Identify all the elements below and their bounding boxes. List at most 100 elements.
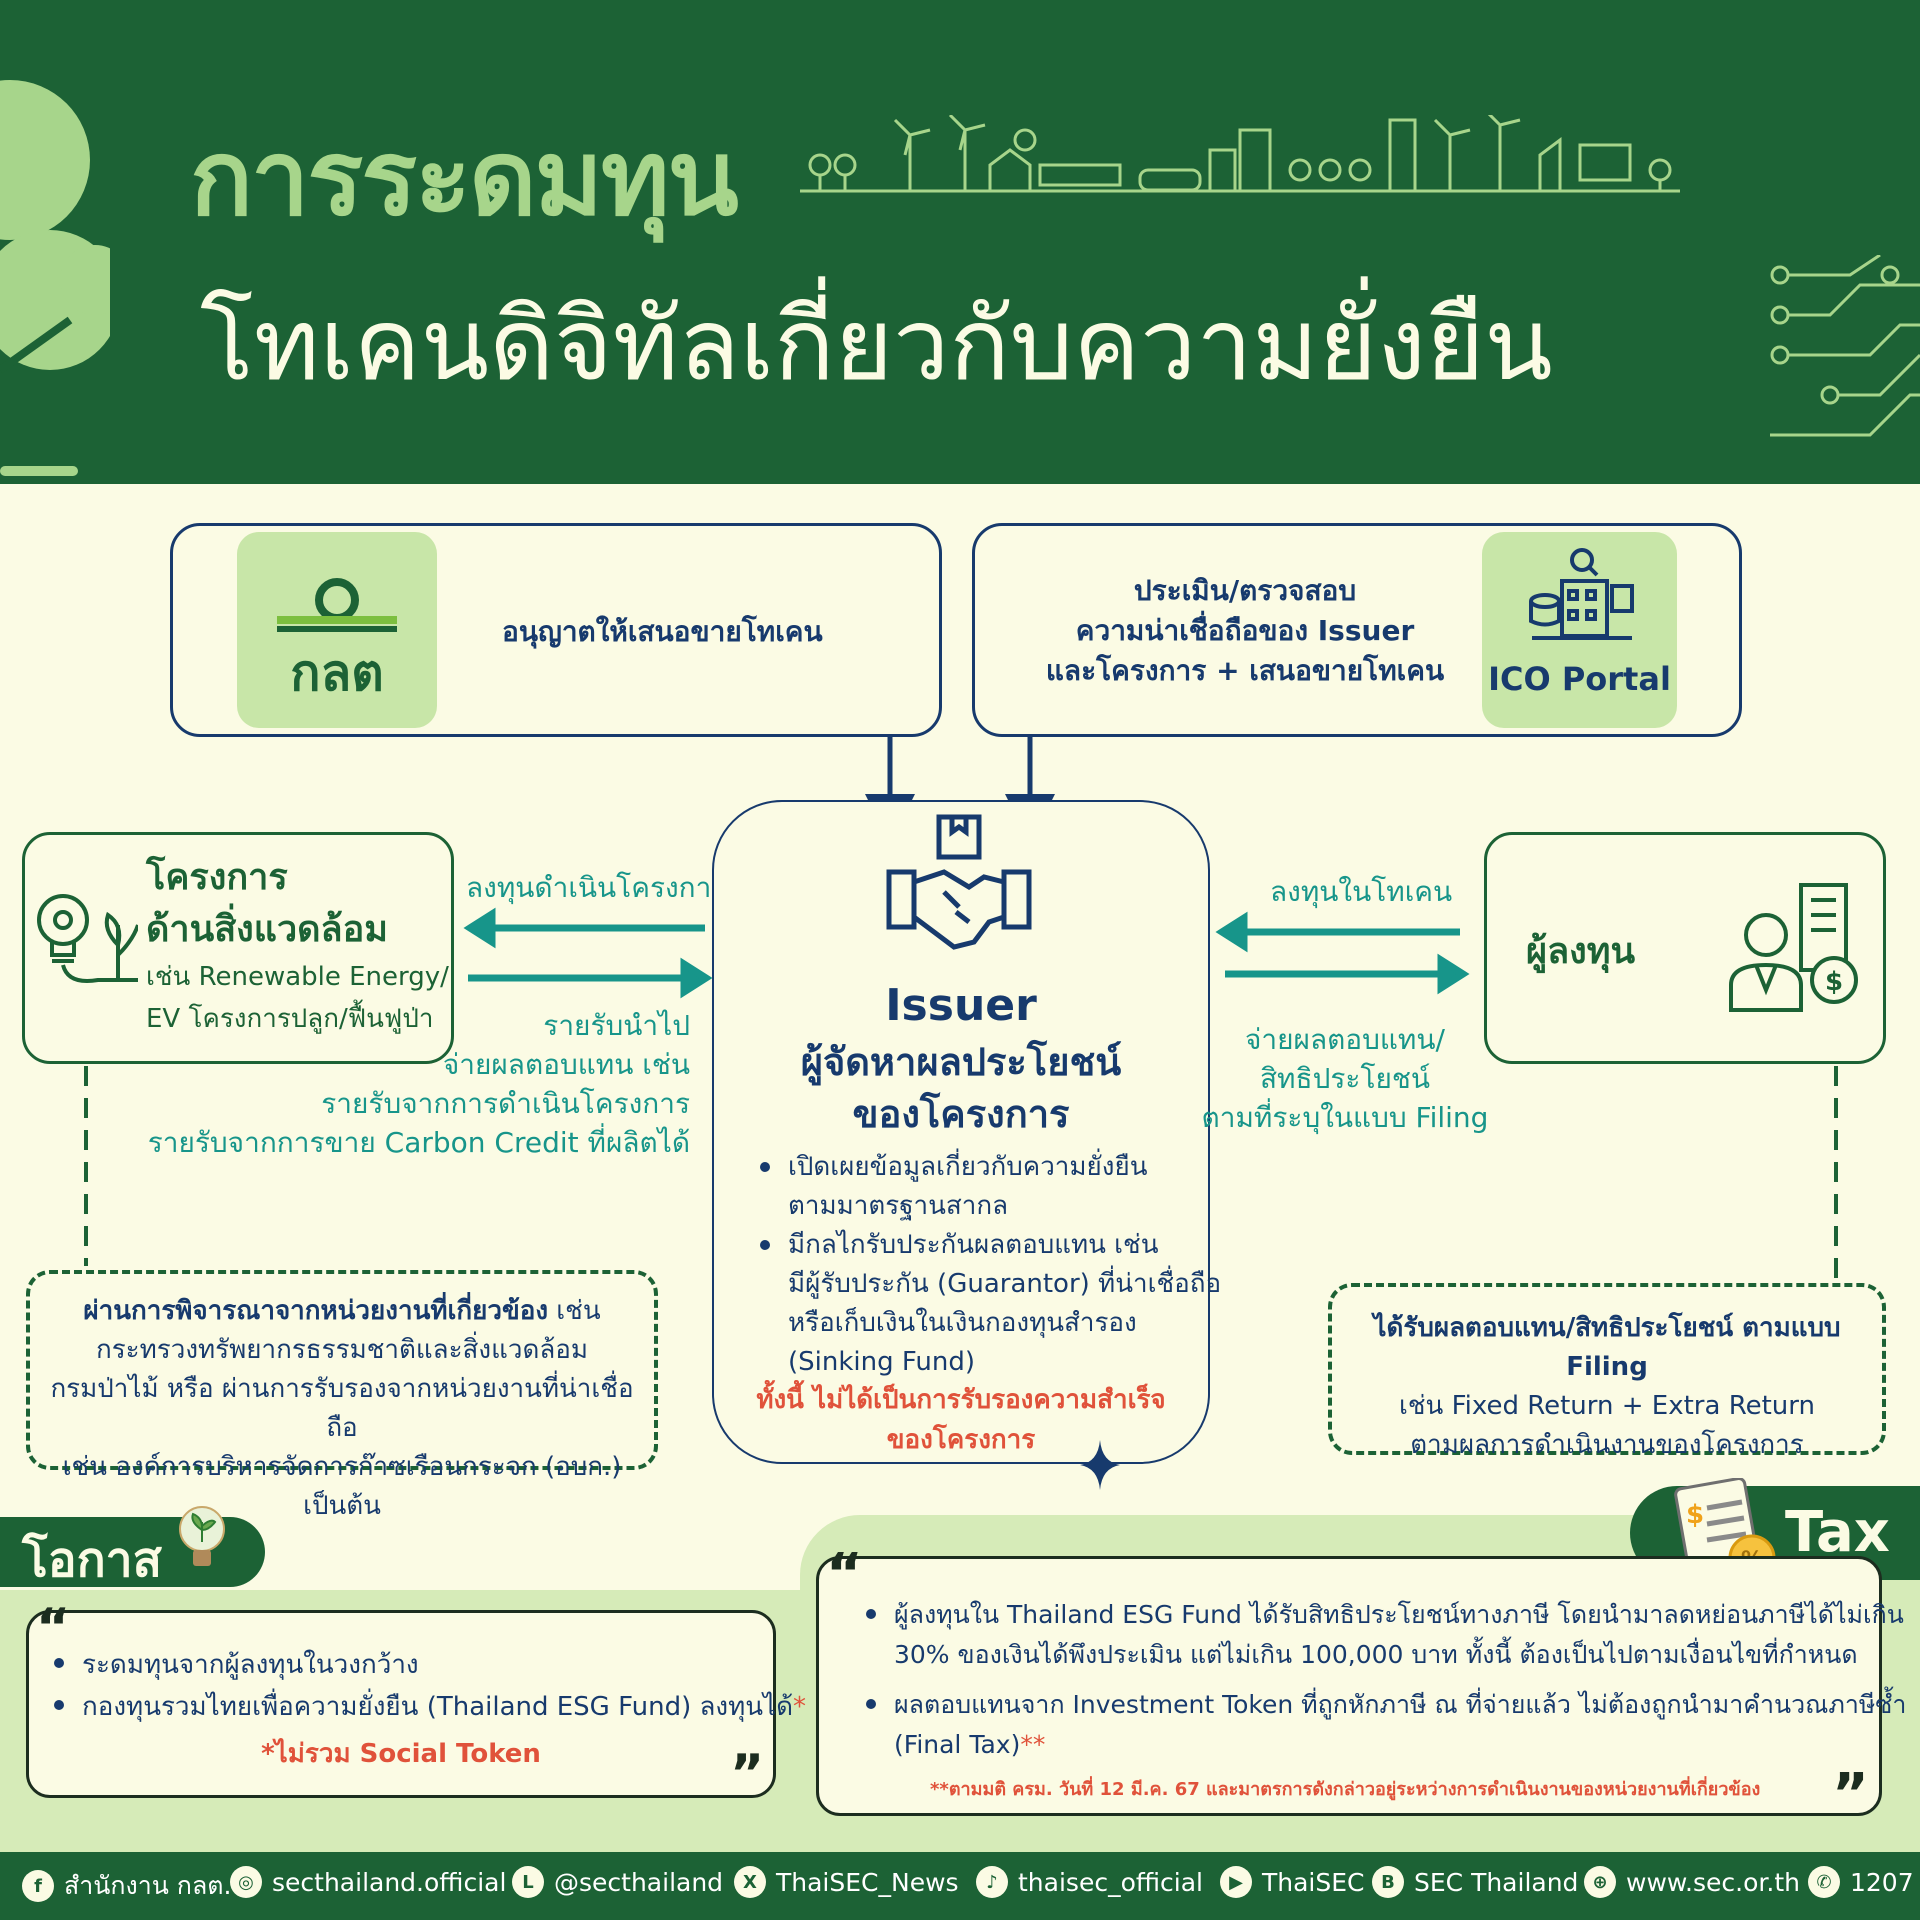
line-icon: L: [512, 1866, 544, 1898]
filing-return-bold: ได้รับผลตอบแทน/สิทธิประโยชน์ ตามแบบ Fili…: [1373, 1313, 1841, 1382]
opportunity-bullet: กองทุนรวมไทยเพื่อความยั่งยืน (Thailand E…: [50, 1686, 806, 1728]
footer-line-text: @secthailand: [554, 1867, 724, 1897]
return-line: รายรับนำไป: [543, 1009, 690, 1042]
filing-return-note: [1328, 1283, 1886, 1455]
handshake-icon: [886, 814, 1032, 950]
investor-return-label: จ่ายผลตอบแทน/ สิทธิประโยชน์ ตามที่ระบุใน…: [1190, 1020, 1500, 1137]
opportunity-bullet: ระดมทุนจากผู้ลงทุนในวงกว้าง: [50, 1644, 806, 1686]
footer-website-link[interactable]: ⊕ www.sec.or.th: [1584, 1866, 1800, 1898]
footer-phone-link[interactable]: ✆ 1207: [1808, 1866, 1914, 1898]
investor-return-line: สิทธิประโยชน์: [1259, 1062, 1431, 1095]
investor-label: ผู้ลงทุน: [1526, 931, 1636, 972]
opportunity-close-quote-icon: ”: [730, 1744, 765, 1804]
invest-project-label: ลงทุนดำเนินโครงการ: [466, 871, 727, 904]
instagram-icon: ◎: [230, 1866, 262, 1898]
footer-x-link[interactable]: X ThaiSEC_News: [734, 1866, 959, 1898]
header-banner: การระดมทุน โทเคนดิจิทัลเกี่ยวกับความยั่ง…: [0, 0, 1920, 484]
asterisk-mark: *: [793, 1692, 807, 1722]
issuer-bullet-line: เปิดเผยข้อมูลเกี่ยวกับความยั่งยืน: [788, 1152, 1148, 1182]
footer-youtube-link[interactable]: ▶ThaiSEC: [1220, 1866, 1365, 1898]
footer-blockdit-link[interactable]: B SEC Thailand: [1372, 1866, 1578, 1898]
project-return-label: รายรับนำไป จ่ายผลตอบแทน เช่น รายรับจากกา…: [140, 1006, 690, 1162]
opportunity-open-quote-icon: “: [36, 1598, 71, 1658]
issuer-subtitle: ผู้จัดหาผลประโยชน์ ของโครงการ: [712, 1036, 1210, 1140]
filing-return-line: เช่น Fixed Return + Extra Return: [1399, 1391, 1815, 1421]
page-title-line2: โทเคนดิจิทัลเกี่ยวกับความยั่งยืน: [200, 286, 1553, 403]
opportunity-bullet-text: กองทุนรวมไทยเพื่อความยั่งยืน (Thailand E…: [82, 1692, 794, 1722]
investor-return-line: ตามที่ระบุในแบบ Filing: [1201, 1101, 1489, 1134]
footer-blockdit-text: SEC Thailand: [1414, 1867, 1579, 1897]
svg-text:$: $: [1825, 967, 1843, 997]
tax-bullet-line: ผู้ลงทุนใน Thailand ESG Fund ได้รับสิทธิ…: [894, 1600, 1904, 1629]
return-line: รายรับจากการดำเนินโครงการ: [321, 1087, 690, 1120]
ico-portal-badge: ICO Portal: [1482, 532, 1677, 728]
blockdit-icon: B: [1372, 1866, 1404, 1898]
issuer-bullet-line: (Sinking Fund): [788, 1347, 976, 1377]
filing-return-line: ตามผลการดำเนินงานของโครงการ: [1410, 1430, 1804, 1460]
phone-icon: ✆: [1808, 1866, 1840, 1898]
sec-logo: กลต: [237, 532, 437, 728]
opportunity-tab-label: โอกาส: [22, 1532, 162, 1588]
tax-bullet-line: ผลตอบแทนจาก Investment Token ที่ถูกหักภา…: [894, 1690, 1907, 1719]
footer-phone-text: 1207: [1850, 1867, 1914, 1897]
investor-box: [1484, 832, 1886, 1064]
footer-x-text: ThaiSEC_News: [776, 1867, 959, 1897]
x-icon: X: [734, 1866, 766, 1898]
project-title-line: โครงการ: [146, 857, 288, 898]
footer-website-text: www.sec.or.th: [1626, 1867, 1800, 1897]
environmental-project-box: [22, 832, 454, 1064]
footer-line-link[interactable]: L @secthailand: [512, 1866, 723, 1898]
sec-approval-label: อนุญาตให้เสนอขายโทเคน: [502, 615, 823, 648]
issuer-bullet: เปิดเผยข้อมูลเกี่ยวกับความยั่งยืน ตามมาต…: [756, 1148, 1221, 1226]
regulator-review-bold: ผ่านการพิจารณาจากหน่วยงานที่เกี่ยวข้อง: [83, 1296, 549, 1326]
investor-return-line: จ่ายผลตอบแทน/: [1245, 1023, 1445, 1056]
tax-bullet: ผู้ลงทุนใน Thailand ESG Fund ได้รับสิทธิ…: [862, 1595, 1906, 1675]
issuer-bullet-list: เปิดเผยข้อมูลเกี่ยวกับความยั่งยืน ตามมาต…: [756, 1148, 1221, 1382]
tree-decoration-icon: [0, 80, 110, 476]
footer-instagram-text: secthailand.official: [272, 1867, 507, 1897]
footer-tiktok-link[interactable]: ♪thaisec_official: [976, 1866, 1203, 1898]
tax-bullet: ผลตอบแทนจาก Investment Token ที่ถูกหักภา…: [862, 1685, 1906, 1765]
project-desc-line: เช่น Renewable Energy/: [146, 962, 449, 992]
return-line: รายรับจากการขาย Carbon Credit ที่ผลิตได้: [147, 1126, 690, 1159]
footer-tiktok-text: thaisec_official: [1018, 1867, 1203, 1897]
sec-logo-text: กลต: [290, 644, 384, 702]
ico-assessment-label: ประเมิน/ตรวจสอบ ความน่าเชื่อถือของ Issue…: [1040, 571, 1450, 691]
sparkle-icon: [1080, 1440, 1120, 1490]
issuer-bullet-line: มีกลไกรับประกันผลตอบแทน เช่น: [788, 1230, 1159, 1260]
project-desc-line: EV โครงการปลูก/ฟื้นฟูป่า: [146, 1004, 434, 1034]
regulator-review-line: กรมป่าไม้ หรือ ผ่านการรับรองจากหน่วยงานท…: [50, 1374, 634, 1443]
footer-instagram-link[interactable]: ◎ secthailand.official: [230, 1866, 506, 1898]
opportunity-bullet-list: ระดมทุนจากผู้ลงทุนในวงกว้าง กองทุนรวมไทย…: [50, 1644, 806, 1728]
globe-icon: ⊕: [1584, 1866, 1616, 1898]
ico-label-line: และโครงการ + เสนอขายโทเคน: [1045, 654, 1445, 687]
regulator-review-line: กระทรวงทรัพยากรธรรมชาติและสิ่งแวดล้อม: [95, 1335, 589, 1365]
double-asterisk-mark: **: [1020, 1730, 1046, 1759]
regulator-review-line: เช่น องค์การบริหารจัดการก๊าซเรือนกระจก (…: [62, 1452, 622, 1521]
issuer-bullet-line: หรือเก็บเงินในเงินกองทุนสำรอง: [788, 1308, 1137, 1338]
tax-card: [816, 1556, 1882, 1816]
opportunity-footnote: *ไม่รวม Social Token: [261, 1739, 541, 1769]
issuer-title: Issuer: [885, 980, 1037, 1031]
filing-return-text: ได้รับผลตอบแทน/สิทธิประโยชน์ ตามแบบ Fili…: [1338, 1309, 1876, 1465]
regulator-review-note: [26, 1270, 658, 1470]
tax-bullet-line: 30% ของเงินได้พึงประเมิน แต่ไม่เกิน 100,…: [894, 1640, 1858, 1669]
tax-bullet-line: (Final Tax): [894, 1730, 1021, 1759]
issuer-disclaimer: ทั้งนี้ ไม่ได้เป็นการรับรองความสำเร็จ ขอ…: [712, 1380, 1210, 1460]
investor-money-icon: $: [1729, 883, 1858, 1012]
issuer-bullet: มีกลไกรับประกันผลตอบแทน เช่น มีผู้รับประ…: [756, 1226, 1221, 1382]
tax-footnote: **ตามมติ ครม. วันที่ 12 มี.ค. 67 และมาตร…: [930, 1779, 1761, 1800]
ico-label-line: ประเมิน/ตรวจสอบ: [1133, 574, 1357, 607]
project-desc: เช่น Renewable Energy/ EV โครงการปลูก/ฟื…: [146, 956, 449, 1040]
issuer-disclaimer-line: ของโครงการ: [886, 1425, 1036, 1455]
project-title: โครงการ ด้านสิ่งแวดล้อม: [146, 852, 388, 956]
youtube-icon: ▶: [1220, 1866, 1252, 1898]
tax-bullet-list: ผู้ลงทุนใน Thailand ESG Fund ได้รับสิทธิ…: [862, 1595, 1906, 1765]
issuer-subtitle-line: ของโครงการ: [852, 1092, 1070, 1136]
regulator-review-suffix: เช่น: [548, 1296, 601, 1326]
issuer-panel: [712, 800, 1210, 1464]
opportunity-card: [26, 1610, 776, 1798]
tax-close-quote-icon: ”: [1832, 1762, 1869, 1827]
sec-logo-mark-icon: [277, 578, 397, 632]
